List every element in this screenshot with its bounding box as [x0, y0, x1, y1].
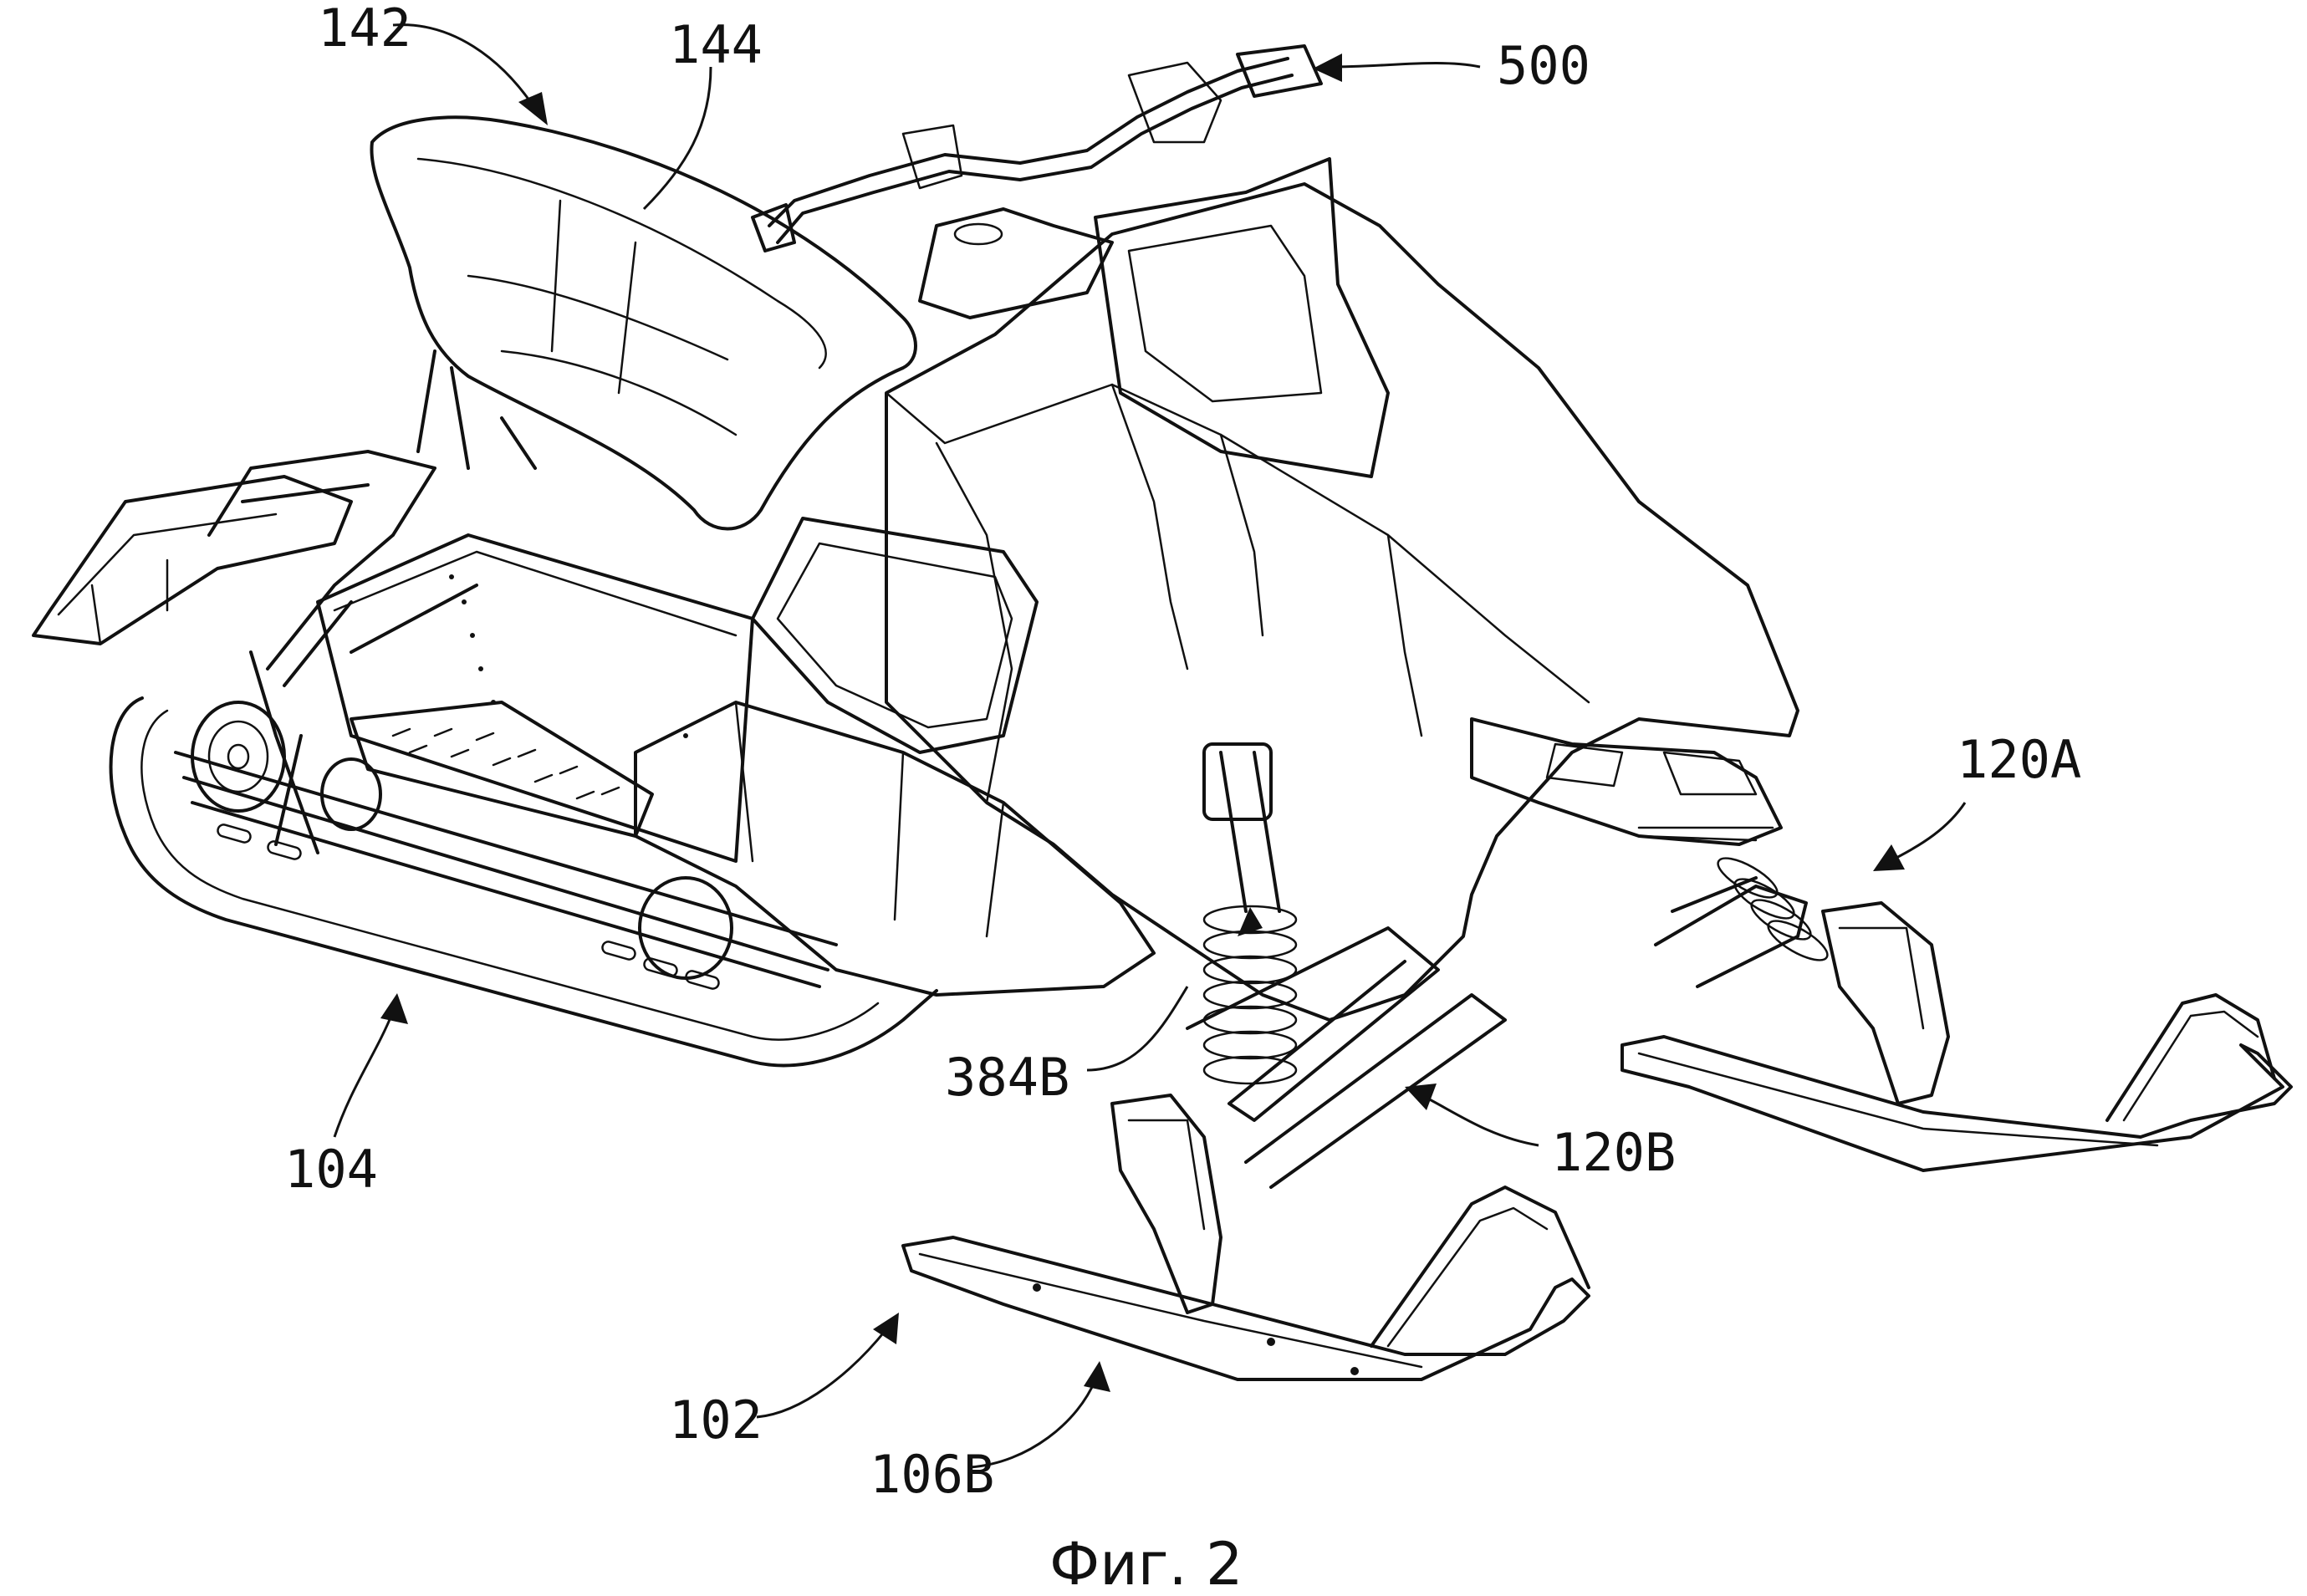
leaders [333, 23, 1967, 1469]
spindle-right [1821, 901, 1950, 1105]
spring-120A [1717, 857, 1829, 961]
label-500: 500 [1497, 35, 1590, 96]
seat-support [416, 349, 537, 470]
arrow-102 [873, 1313, 899, 1344]
arrow-106B [1084, 1361, 1110, 1392]
label-142: 142 [318, 0, 411, 59]
track-inner [140, 709, 880, 1041]
arrow-142 [518, 92, 548, 125]
rear-bumper [32, 475, 353, 645]
leader-104 [333, 1011, 395, 1138]
tunnel-rivets [449, 574, 688, 738]
front-a-arm-120A [1654, 876, 1808, 988]
headlight [1545, 742, 1758, 796]
side-panel-vent [751, 517, 1039, 754]
ski-right [1621, 993, 2293, 1172]
leader-106B [969, 1379, 1097, 1469]
label-384B: 384B [945, 1047, 1069, 1108]
rear-suspension-arms [249, 533, 478, 854]
ski-left-106B [901, 1186, 1590, 1381]
windshield [1094, 157, 1390, 478]
arrow-120B [1405, 1084, 1437, 1110]
label-104: 104 [284, 1139, 378, 1200]
reference-labels: 142 144 500 120A 104 384B 120B 102 106B [284, 0, 2081, 1505]
arrow-500 [1313, 54, 1342, 82]
console [918, 207, 1114, 319]
leader-142 [392, 23, 537, 110]
leader-500 [1329, 62, 1481, 69]
arrow-120A [1873, 844, 1905, 871]
ski-left-bolts [1033, 1283, 1359, 1375]
front-a-arm-120B [1186, 926, 1507, 1189]
leader-120B [1421, 1094, 1539, 1147]
running-board [350, 701, 654, 838]
side-cowl [634, 701, 1156, 997]
front-hood [885, 182, 1799, 1022]
spindle-left [1110, 1094, 1222, 1314]
track-rail [174, 751, 838, 988]
front-track-wheel [638, 876, 733, 980]
front-shock-384B [1202, 742, 1298, 1085]
running-board-cleats [391, 727, 620, 800]
leader-102 [756, 1328, 888, 1419]
fuel-cap [953, 222, 1003, 246]
label-102: 102 [669, 1389, 763, 1451]
seat [370, 115, 917, 531]
leader-384B [1086, 986, 1189, 1072]
label-106B: 106B [870, 1444, 994, 1505]
track-outline [109, 696, 938, 1068]
label-120B: 120B [1551, 1122, 1676, 1183]
leader-144 [642, 66, 712, 211]
snowmobile-drawing [32, 44, 2293, 1381]
tunnel-panel [316, 533, 754, 863]
arrow-104 [380, 993, 408, 1024]
label-144: 144 [669, 14, 763, 75]
mid-wheel [320, 757, 382, 831]
label-120A: 120A [1957, 729, 2081, 790]
leader-120A [1889, 802, 1967, 863]
handlebar [751, 44, 1323, 252]
rear-rack [207, 450, 436, 537]
nose-bumper [1470, 717, 1783, 846]
figure-caption: Фиг. 2 [1049, 1530, 1243, 1596]
arrow-384B [1238, 907, 1263, 936]
